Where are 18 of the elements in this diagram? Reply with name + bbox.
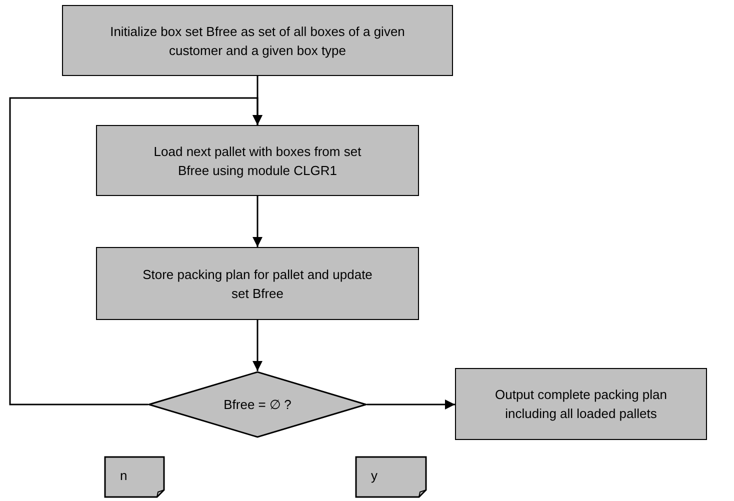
- arrow: [9, 97, 262, 406]
- node-text: Store packing plan for pallet and update set Bfree: [142, 266, 374, 302]
- arrow: [367, 400, 455, 410]
- note-shape: [355, 456, 427, 498]
- process-box: [96, 247, 419, 320]
- process-box: [96, 125, 419, 196]
- arrow: [252, 196, 262, 247]
- node-text: Load next pallet with boxes from set Bfree using module CLGR1: [152, 142, 362, 180]
- note-shape: [104, 456, 165, 498]
- node-text: Output complete packing plan including all loaded pallets: [494, 386, 668, 423]
- node-text: Initialize box set Bfree as set of all boxes of a given customer and a given box type: [109, 22, 406, 60]
- process-box: [455, 368, 707, 440]
- node-text: y: [370, 467, 378, 485]
- node-text: Bfree = ∅ ?: [224, 396, 292, 414]
- arrow: [252, 320, 262, 371]
- node-text: n: [119, 467, 128, 485]
- process-box: [62, 5, 453, 76]
- decision-diamond: [148, 371, 367, 438]
